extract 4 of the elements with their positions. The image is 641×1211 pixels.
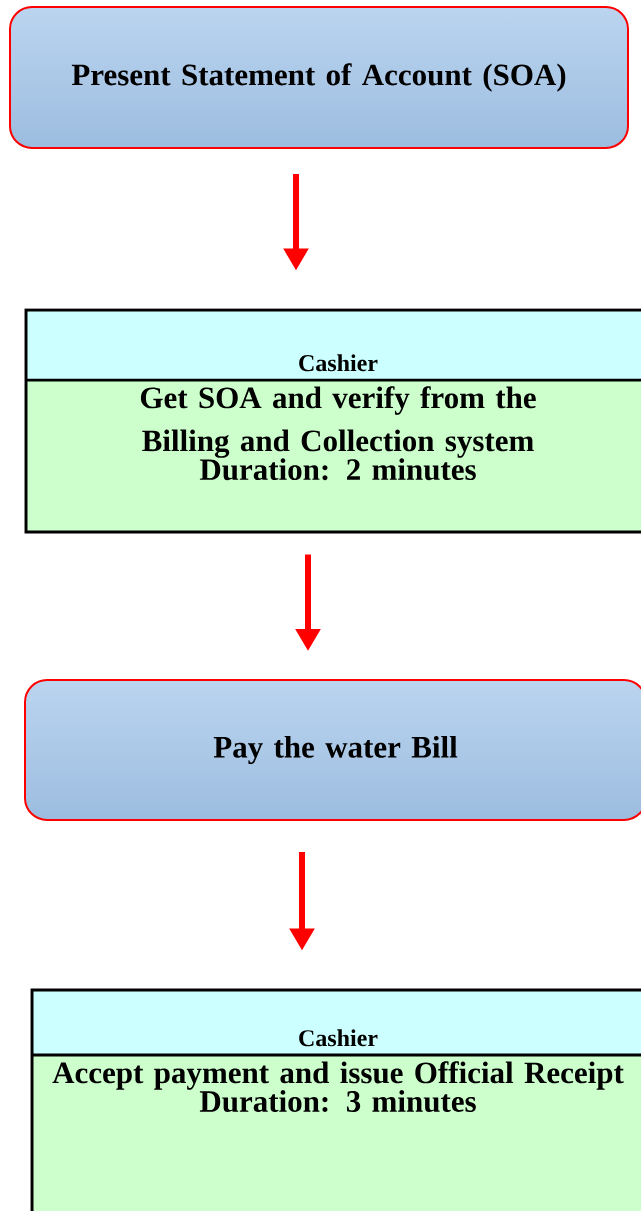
process-box: Cashier Get SOA and verify from the Billing and Collection system Duration: 2 minutes (24, 308, 641, 534)
process-box: Cashier Accept payment and issue Official Receipt Duration: 3 minutes (30, 988, 641, 1211)
process-box: Pay the water Bill (24, 679, 641, 821)
process-box: Present Statement of Account (SOA) (9, 6, 629, 149)
